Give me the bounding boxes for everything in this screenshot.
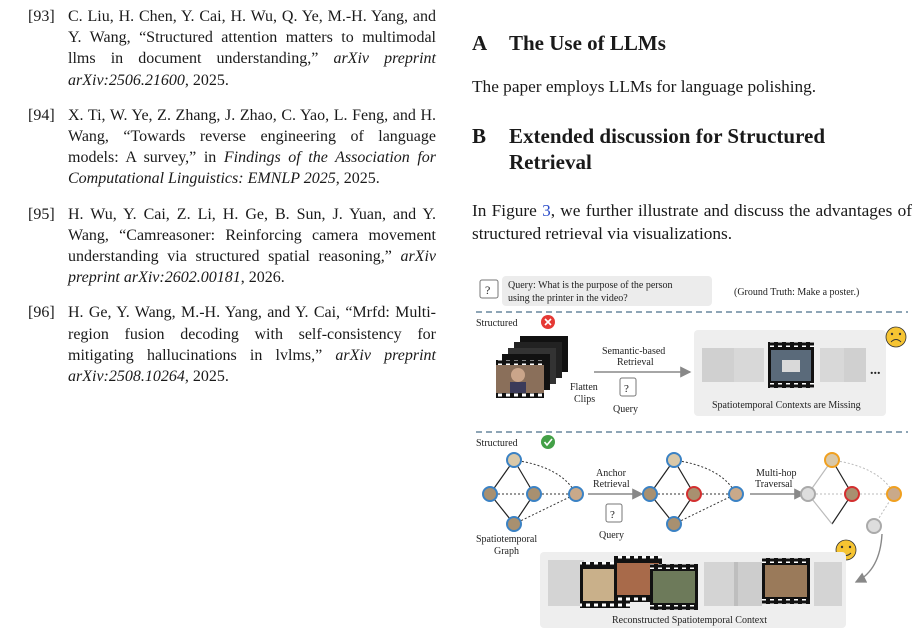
flatten-label-line2: Clips [574,394,595,405]
bottom-structured-label: Structured [476,438,518,449]
query-text-line2: using the printer in the video? [508,293,628,304]
reconstructed-frames [548,556,842,610]
ground-truth-text: (Ground Truth: Make a poster.) [734,287,859,298]
faded-frames [702,348,866,382]
query-bubble [502,276,712,306]
flatten-clips-stack [496,336,568,398]
reference-96: [96] H. Ge, Y. Wang, M.-H. Yang, and Y. … [28,302,436,387]
section-b-body: In Figure 3, we further illustrate and d… [472,199,912,245]
spatiotemporal-graph [482,452,584,532]
body-text: In Figure [472,201,543,220]
graph-label-line2: Graph [494,546,519,557]
multihop-label-line1: Multi-hop [756,468,797,479]
reference-number: [96] [28,304,55,322]
anchored-graph [642,452,744,532]
query-icon [619,377,637,397]
query-icon [605,503,623,523]
figure-reference-link[interactable]: 3 [542,201,551,220]
query-icon [479,279,499,299]
svg-text:?: ? [485,283,490,297]
query-label: Query [613,404,638,415]
semantic-label-line2: Retrieval [617,357,654,368]
query-header: ? Query: What is the purpose of the pers… [479,276,859,306]
appendix-column: A The Use of LLMs The paper employs LLMs… [472,6,912,245]
section-b-heading: B Extended discussion for Structured Ret… [472,123,912,175]
reference-number: [95] [28,205,55,223]
section-title: Extended discussion for Structured Retri… [509,124,826,174]
figure-structured-retrieval: ? Query: What is the purpose of the pers… [472,272,912,632]
reference-text: X. Ti, W. Ye, Z. Zhang, J. Zhao, C. Yao,… [68,106,436,167]
reference-94: [94] X. Ti, W. Ye, Z. Zhang, J. Zhao, C.… [28,105,436,190]
retrieved-frame [768,342,814,388]
reference-text: C. Liu, H. Chen, Y. Cai, H. Wu, Q. Ye, M… [68,8,436,68]
section-letter: A [472,31,488,55]
body-text: , we further illustrate and discuss the … [472,201,912,243]
reference-93: [93] C. Liu, H. Chen, Y. Cai, H. Wu, Q. … [28,6,436,91]
multihop-label-line2: Traversal [755,479,793,490]
flatten-label-line1: Flatten [570,382,598,393]
traversed-graph [800,452,902,534]
graph-label-line1: Spatiotemporal [476,534,537,545]
sad-face-icon [885,326,907,348]
reference-text: H. Wu, Y. Cai, Z. Li, H. Ge, B. Sun, J. … [68,205,436,266]
reference-number: [93] [28,8,55,25]
svg-text:?: ? [624,383,629,395]
semantic-label-line1: Semantic-based [602,346,665,357]
section-letter: B [472,124,487,148]
reference-venue: arXiv preprint arXiv:2508.10264 [68,346,436,386]
section-title: The Use of LLMs [509,31,666,55]
check-icon [541,435,555,449]
missing-context-caption: Spatiotemporal Contexts are Missing [712,400,861,411]
section-a-body: The paper employs LLMs for language poli… [472,77,817,96]
reference-number: [94] [28,106,55,124]
query-label-2: Query [599,530,624,541]
svg-text:?: ? [610,509,615,521]
anchor-label-line1: Anchor [596,468,627,479]
top-structured-label: Structured [476,318,518,329]
reference-year: , 2025. [184,71,229,89]
reference-venue: arXiv preprint arXiv:2506.21600 [68,50,436,89]
reference-95: [95] H. Wu, Y. Cai, Z. Li, H. Ge, B. Sun… [28,204,436,289]
reference-venue: Findings of the Association for Computat… [68,149,436,188]
anchor-label-line2: Retrieval [593,479,630,490]
reference-year: , 2026. [240,269,285,287]
reference-venue: arXiv preprint arXiv:2602.00181 [68,248,436,287]
reference-year: , 2025. [335,170,380,188]
ellipsis: ... [870,363,881,378]
reference-text: H. Ge, Y. Wang, M.-H. Yang, and Y. Cai, … [68,304,436,364]
reference-year: , 2025. [184,368,229,386]
section-a-heading: A The Use of LLMs [472,30,912,56]
reconstructed-caption: Reconstructed Spatiotemporal Context [612,615,767,626]
query-text-line1: Query: What is the purpose of the person [508,280,673,291]
reconstruct-arrow [854,533,883,583]
references-list: [93] C. Liu, H. Chen, Y. Cai, H. Wu, Q. … [28,6,436,401]
